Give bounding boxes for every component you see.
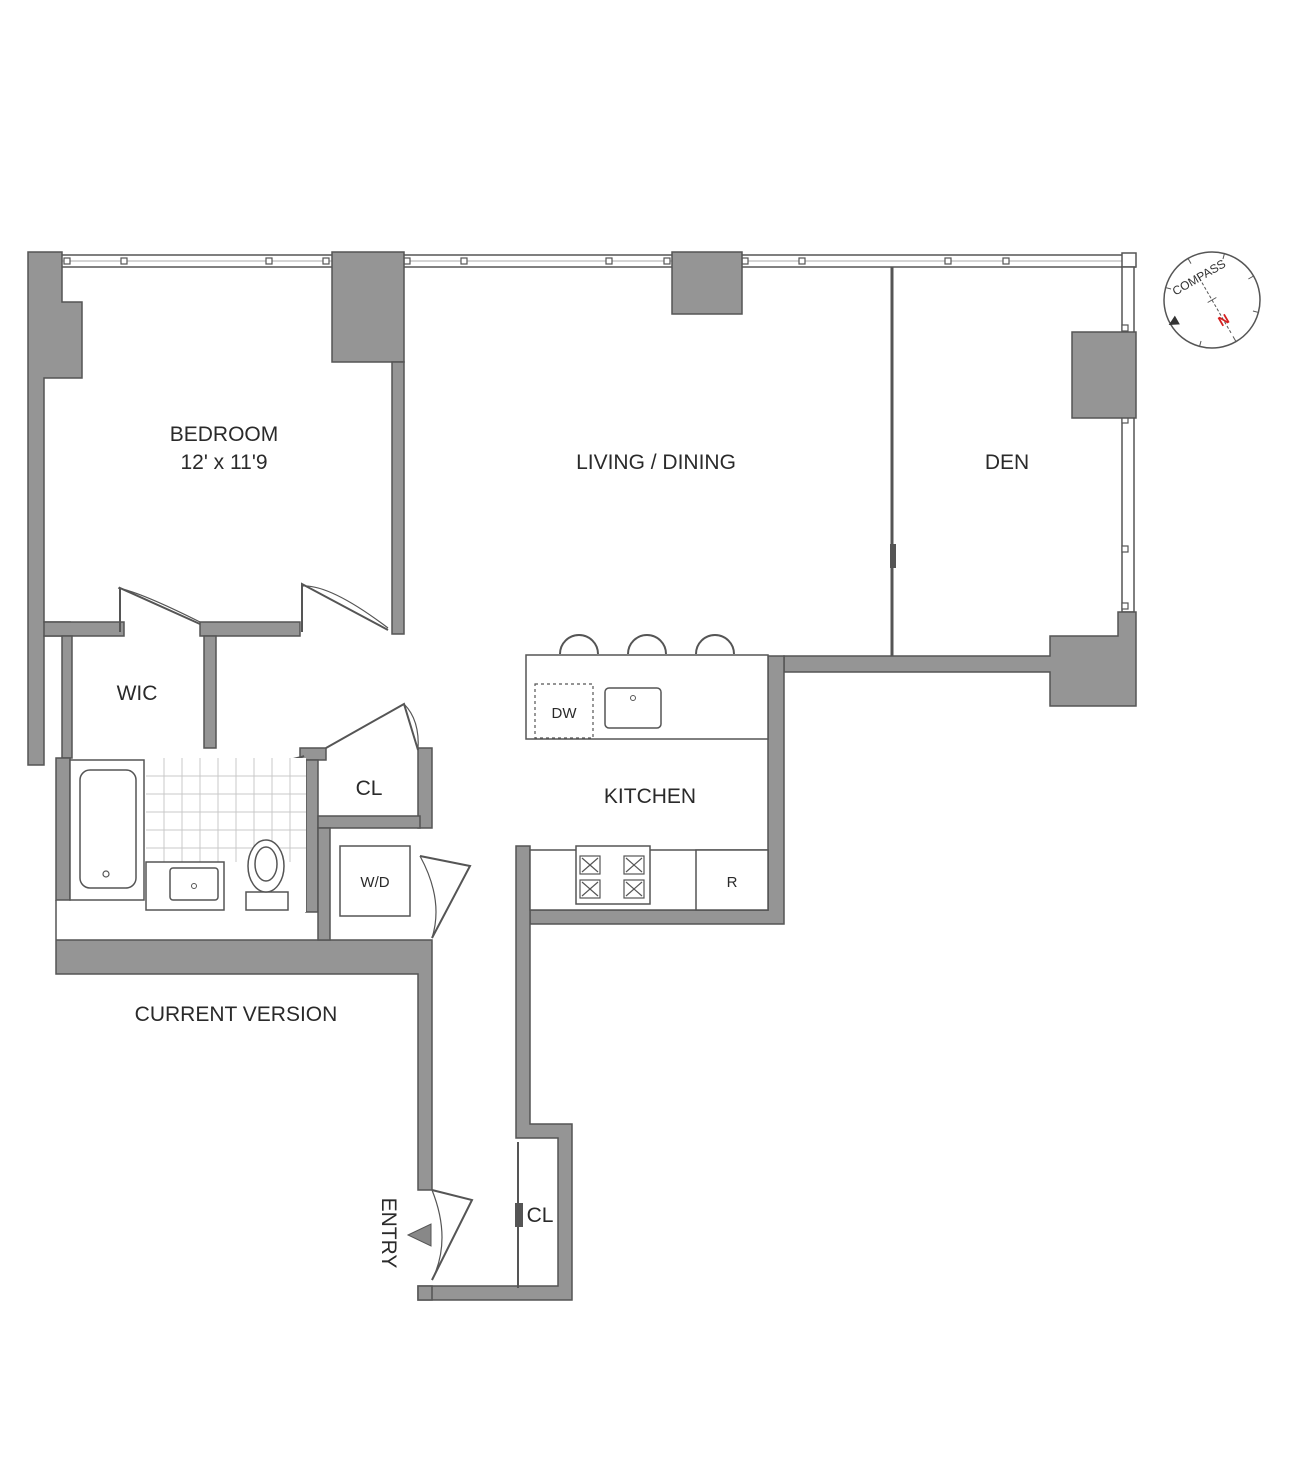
toilet-tank <box>245 891 289 911</box>
kitchen-island <box>525 634 769 740</box>
bathroom <box>69 758 306 912</box>
dishwasher <box>534 683 594 739</box>
entry-arrow-icon <box>406 1223 432 1247</box>
den-label: DEN <box>985 451 1029 474</box>
washer-dryer-label: W/D <box>360 874 389 891</box>
entry-label: ENTRY <box>377 1198 400 1269</box>
dishwasher-label: DW <box>552 705 578 722</box>
bedroom-label: BEDROOM <box>170 423 279 446</box>
wic-label: WIC <box>117 682 158 705</box>
den-partition <box>890 267 896 656</box>
refrigerator <box>695 849 769 911</box>
kitchen-counter <box>529 845 769 911</box>
bedroom-dimensions: 12' x 11'9 <box>180 451 267 474</box>
entry-closet-label: CL <box>527 1204 554 1227</box>
living-dining-label: LIVING / DINING <box>576 451 736 474</box>
refrigerator-label: R <box>727 874 738 891</box>
version-label: CURRENT VERSION <box>135 1003 338 1026</box>
hall-closet-label: CL <box>356 777 383 800</box>
window-strip-right <box>1121 266 1135 613</box>
washer-dryer <box>339 845 411 917</box>
island-sink <box>604 687 662 729</box>
window-strip-top <box>29 252 1137 268</box>
kitchen-label: KITCHEN <box>604 785 696 808</box>
walls <box>27 251 1137 1301</box>
compass-icon: COMPASS N <box>1163 251 1261 349</box>
